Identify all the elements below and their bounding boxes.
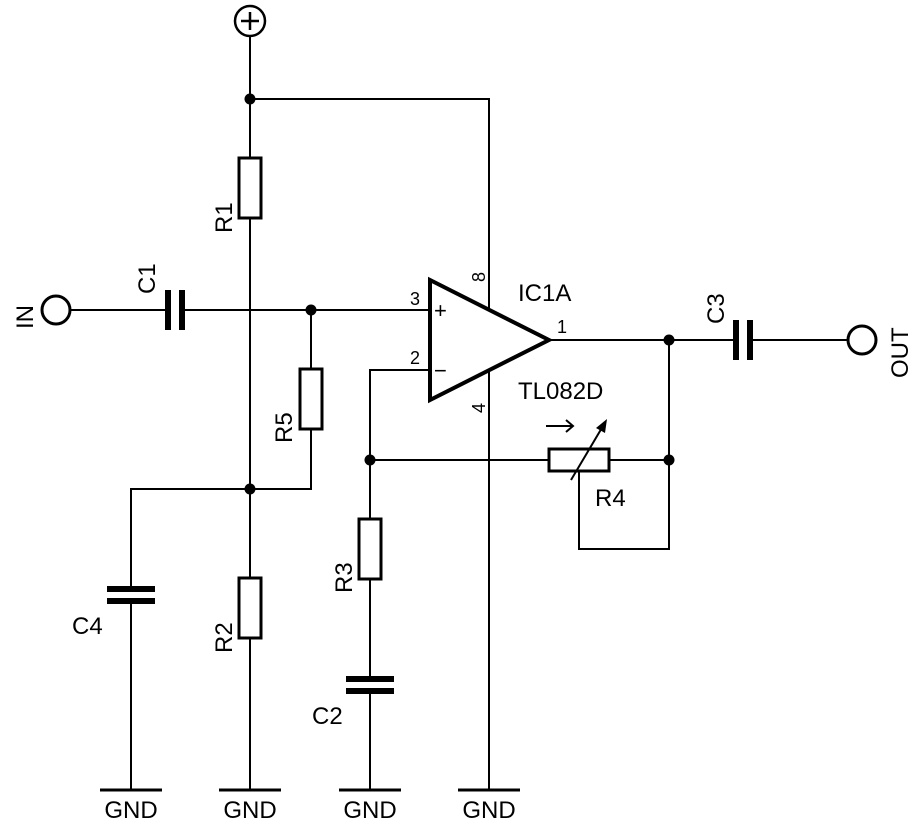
junction-feedback — [663, 454, 675, 466]
junction-output — [663, 334, 675, 346]
pin-8-label: 8 — [469, 272, 489, 282]
label-gnd-2: GND — [223, 797, 276, 824]
capacitor-c4 — [107, 586, 155, 604]
resistor-r5 — [298, 367, 324, 431]
label-out: OUT — [887, 327, 914, 378]
resistor-r1 — [237, 156, 263, 220]
wires — [69, 35, 850, 791]
junction-bias — [244, 483, 256, 495]
capacitor-c2 — [346, 676, 394, 694]
label-gnd-4: GND — [462, 797, 515, 824]
junction-supply — [244, 93, 256, 105]
label-ic-part: TL082D — [518, 378, 603, 405]
pin-4-label: 4 — [469, 403, 489, 413]
label-r2: R2 — [211, 622, 238, 653]
pin-2-label: 2 — [410, 348, 420, 368]
label-in: IN — [12, 305, 39, 329]
supply-terminal — [233, 4, 267, 38]
label-gnd-1: GND — [104, 797, 157, 824]
potentiometer-arrow-icon — [546, 419, 607, 481]
pin-3-label: 3 — [410, 289, 420, 309]
opamp-plus-sign: + — [434, 298, 447, 323]
opamp-ic1a — [428, 276, 554, 404]
label-ic-reference: IC1A — [518, 280, 571, 307]
junctions — [244, 93, 675, 495]
input-terminal-icon — [40, 294, 72, 326]
resistor-r3 — [357, 517, 383, 581]
resistor-r2 — [237, 576, 263, 640]
label-c3: C3 — [703, 293, 730, 324]
label-r5: R5 — [271, 412, 298, 443]
label-c2: C2 — [312, 703, 343, 730]
label-c4: C4 — [72, 613, 103, 640]
pin-1-label: 1 — [557, 317, 567, 337]
opamp-minus-sign: − — [434, 358, 447, 383]
output-terminal-icon — [846, 324, 878, 356]
junction-inverting — [364, 454, 376, 466]
label-r3: R3 — [331, 562, 358, 593]
resistor-r4 — [547, 447, 611, 473]
capacitor-c1 — [165, 290, 185, 330]
junction-input — [305, 304, 317, 316]
capacitor-c3 — [733, 320, 753, 360]
label-r1: R1 — [211, 202, 238, 233]
label-r4: R4 — [595, 485, 626, 512]
label-c1: C1 — [134, 263, 161, 294]
label-gnd-3: GND — [343, 797, 396, 824]
